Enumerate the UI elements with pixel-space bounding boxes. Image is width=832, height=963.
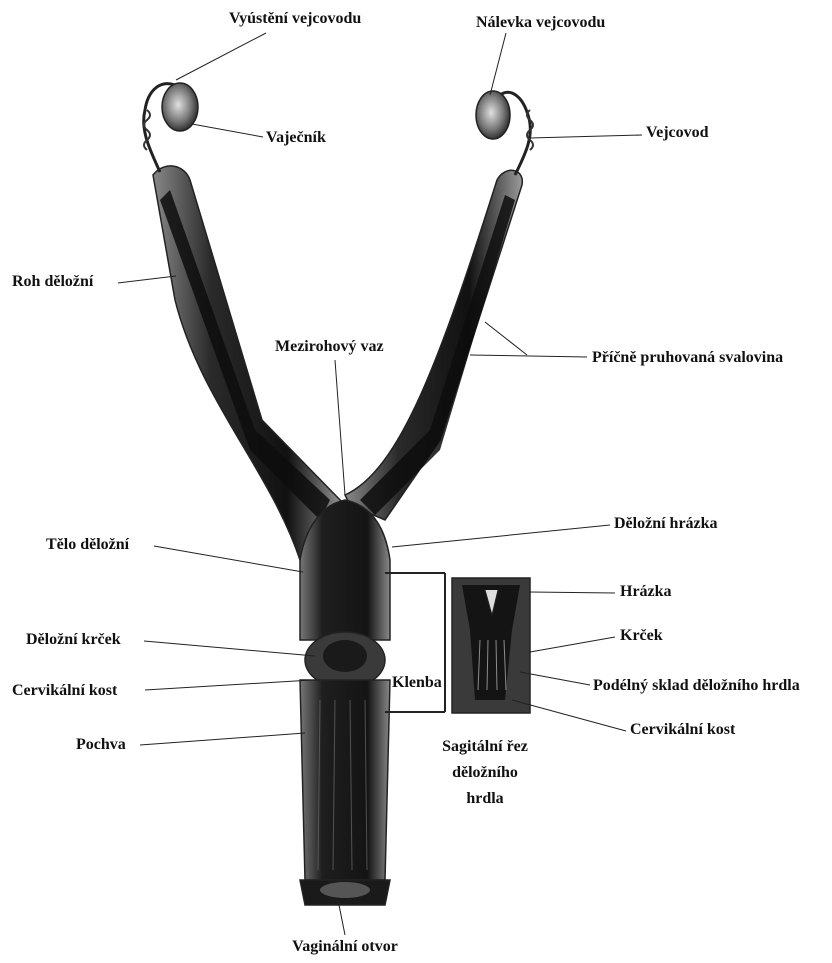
right-ovary — [476, 91, 510, 139]
sagittal-section-inset — [452, 578, 530, 713]
label-krcek: Krček — [620, 627, 663, 645]
label-sagitalni-rez-line3: hrdla — [425, 790, 545, 808]
label-mezirohovy-vaz: Mezirohový vaz — [275, 338, 384, 356]
label-delozni-krcek: Děložní krček — [26, 631, 121, 649]
label-podelny-sklad: Podélný sklad děložního hrdla — [593, 677, 800, 695]
label-pricne-pruhovana-svalovina: Příčně pruhovaná svalovina — [592, 349, 783, 367]
label-vejcovod: Vejcovod — [646, 124, 709, 142]
label-cervikalni-kost-right: Cervikální kost — [630, 721, 735, 739]
label-vaginalni-otvor: Vaginální otvor — [270, 938, 420, 956]
label-sagitalni-rez-line2: děložního — [425, 764, 545, 782]
label-roh-delozni: Roh děložní — [12, 273, 93, 291]
label-sagitalni-rez-line1: Sagitální řez — [425, 738, 545, 756]
label-klenba: Klenba — [392, 674, 442, 692]
label-vajecnik: Vaječník — [266, 129, 326, 147]
label-hrazka: Hrázka — [620, 583, 672, 601]
label-telo-delozni: Tělo děložní — [46, 536, 129, 554]
label-vyusteni-vejcovodu: Vyústění vejcovodu — [229, 10, 361, 28]
label-delozni-hrazka: Děložní hrázka — [614, 515, 718, 533]
vagina — [300, 680, 390, 880]
label-nalevka-vejcovodu: Nálevka vejcovodu — [476, 14, 605, 32]
label-cervikalni-kost-left: Cervikální kost — [12, 682, 117, 700]
label-pochva: Pochva — [76, 736, 126, 754]
